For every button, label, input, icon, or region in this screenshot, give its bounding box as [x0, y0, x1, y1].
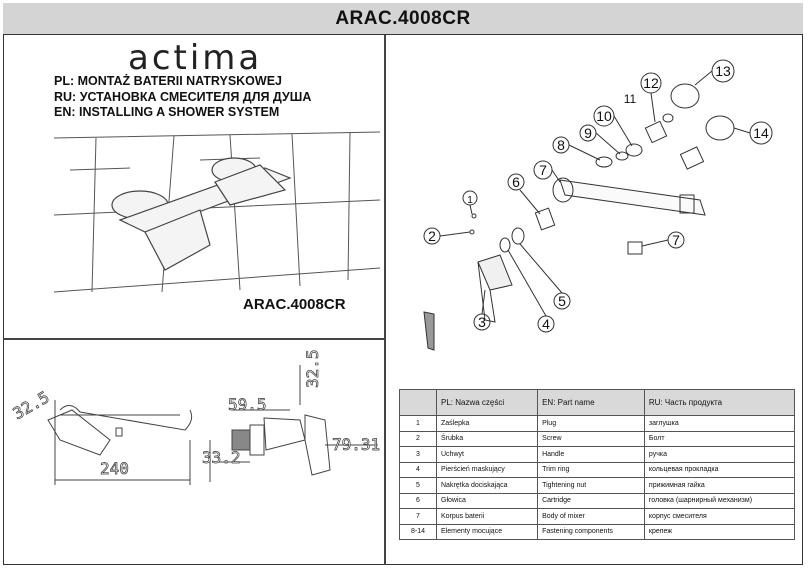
cell-pl: Korpus baterii — [435, 508, 539, 525]
cell-ru: прижимная гайка — [643, 477, 796, 494]
callout-1: 1 — [467, 195, 473, 206]
cell-en: Screw — [537, 430, 645, 447]
cell-en: Handle — [537, 446, 645, 463]
cell-number: 2 — [399, 430, 437, 447]
side-dimension-drawing — [209, 365, 378, 482]
callout-11: 11 — [624, 92, 637, 106]
cell-ru: головка (шарнирный механизм) — [643, 492, 796, 509]
callout-13: 14 — [753, 125, 769, 141]
cell-en: Fastening components — [537, 523, 645, 540]
cell-number: 5 — [399, 477, 437, 494]
cell-ru: кольцевая прокладка — [643, 461, 796, 478]
cell-en: Plug — [537, 415, 645, 432]
dim-32-5-right: 32.5 — [303, 349, 322, 388]
dim-240: 240 — [100, 459, 129, 478]
callout-circles — [423, 59, 773, 333]
col-header-en: EN: Part name — [537, 389, 645, 416]
cell-pl: Uchwyt — [435, 446, 539, 463]
callout-12: 12 — [643, 75, 659, 91]
cell-number: 8-14 — [399, 523, 437, 540]
cell-pl: Pierścień maskujący — [435, 461, 539, 478]
cell-number: 1 — [399, 415, 437, 432]
cell-ru: Болт — [643, 430, 796, 447]
dimension-labels: 32.5 240 59.5 32.5 79.31 33.2 — [9, 349, 380, 478]
callout-8: 8 — [557, 137, 565, 153]
callout-6: 6 — [512, 174, 520, 190]
cell-pl: Elementy mocujące — [435, 523, 539, 540]
callout-7-seal: 7 — [672, 232, 680, 248]
title-pl: PL: MONTAŻ BATERII NATRYSKOWEJ — [54, 74, 282, 88]
front-dimension-drawing — [47, 400, 193, 485]
cell-number: 6 — [399, 492, 437, 509]
title-ru: RU: УСТАНОВКА СМЕСИТЕЛЯ ДЛЯ ДУША — [54, 89, 312, 104]
cell-number: 7 — [399, 508, 437, 525]
horizontal-divider — [3, 338, 384, 340]
callout-7: 7 — [539, 162, 547, 178]
mixer-photo — [111, 157, 292, 271]
callout-4: 4 — [542, 316, 550, 332]
callout-14: 13 — [715, 63, 731, 79]
page-header: ARAC.4008CR — [3, 3, 803, 35]
parts-table: PL: Nazwa części EN: Part name RU: Часть… — [399, 389, 796, 540]
cell-number: 3 — [399, 446, 437, 463]
dim-79-31: 79.31 — [332, 435, 380, 454]
cell-number: 4 — [399, 461, 437, 478]
dim-33-2: 33.2 — [202, 448, 241, 467]
title-en: EN: INSTALLING A SHOWER SYSTEM — [54, 105, 280, 119]
callout-10: 10 — [596, 108, 612, 124]
cell-en: Trim ring — [537, 461, 645, 478]
callout-5: 5 — [558, 293, 566, 309]
callout-3: 3 — [478, 314, 486, 330]
table-header-row: PL: Nazwa części EN: Part name RU: Часть… — [399, 389, 796, 416]
cell-pl: Śrubka — [435, 430, 539, 447]
callout-9: 9 — [584, 125, 592, 141]
cell-ru: корпус смесителя — [643, 508, 796, 525]
col-header-pl: PL: Nazwa części — [435, 389, 539, 416]
vertical-divider — [384, 35, 386, 565]
callout-2: 2 — [428, 228, 436, 244]
col-header-number — [399, 389, 437, 416]
cell-ru: заглушка — [643, 415, 796, 432]
cell-en: Cartridge — [537, 492, 645, 509]
photo-model-label: ARAC.4008CR — [243, 296, 346, 313]
cell-ru: крепеж — [643, 523, 796, 540]
cell-en: Tightening nut — [537, 477, 645, 494]
instruction-titles: PL: MONTAŻ BATERII NATRYSKOWEJ RU: УСТАН… — [54, 74, 311, 121]
exploded-view — [423, 83, 735, 351]
tile-wall-illustration — [53, 131, 381, 293]
cell-pl: Nakrętka dociskająca — [435, 477, 539, 494]
cell-pl: Głowica — [435, 492, 539, 509]
model-title: ARAC.4008CR — [335, 7, 471, 29]
dim-59-5: 59.5 — [228, 395, 267, 414]
callout-numbers: 1 2 3 4 5 6 7 8 9 10 11 12 13 14 7 — [428, 63, 769, 332]
cell-en: Body of mixer — [537, 508, 645, 525]
brand-logo: actima — [128, 38, 263, 78]
col-header-ru: RU: Часть продукта — [643, 389, 796, 416]
cell-ru: ручка — [643, 446, 796, 463]
dim-32-5-left: 32.5 — [10, 387, 53, 423]
cell-pl: Zaślepka — [435, 415, 539, 432]
